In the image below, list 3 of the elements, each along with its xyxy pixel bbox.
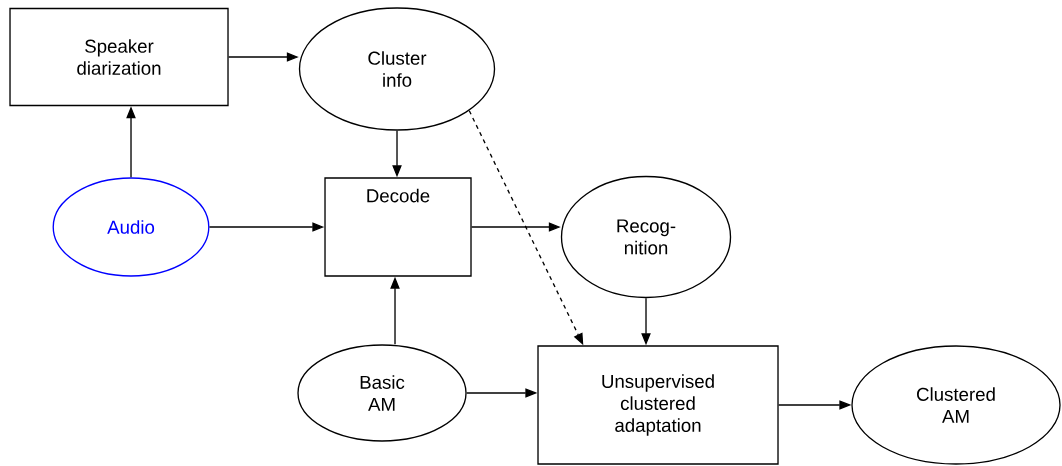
process-box: Speaker diarization xyxy=(9,7,229,107)
process-box: Unsupervised clustered adaptation xyxy=(537,345,779,465)
process-box: Decode xyxy=(324,177,472,277)
